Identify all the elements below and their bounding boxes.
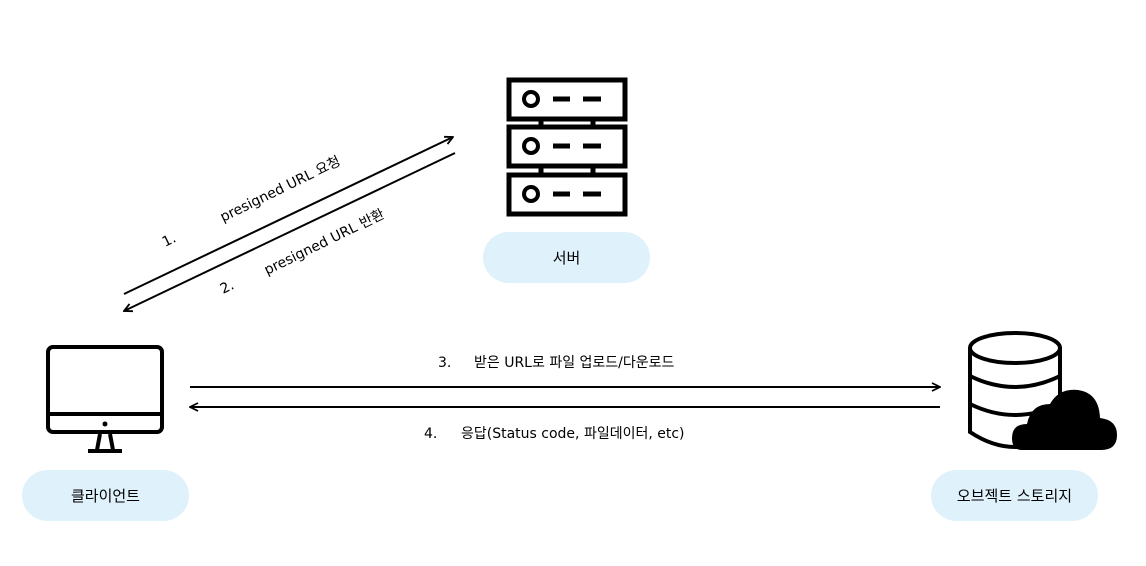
step-2-number: 2. [218,277,237,297]
step-1-number: 1. [160,230,179,250]
server-label: 서버 [552,249,581,267]
arrow-request-presigned-url [123,137,453,295]
storage-label-pill: 오브젝트 스토리지 [931,470,1098,521]
step-3-label: 받은 URL로 파일 업로드/다운로드 [474,355,675,371]
client-label-pill: 클라이언트 [22,470,189,521]
step-3-number: 3. [438,355,451,371]
desktop-monitor-icon [46,345,164,453]
server-label-pill: 서버 [483,232,650,283]
step-2-label: presigned URL 반환 [262,206,388,278]
server-rack-icon [506,77,628,217]
database-cloud-icon [968,331,1117,450]
arrow-return-presigned-url [124,152,456,311]
storage-label: 오브젝트 스토리지 [956,487,1073,505]
step-4-label: 응답(Status code, 파일데이터, etc) [461,426,685,442]
client-label: 클라이언트 [70,487,140,505]
step-4-number: 4. [424,426,437,442]
